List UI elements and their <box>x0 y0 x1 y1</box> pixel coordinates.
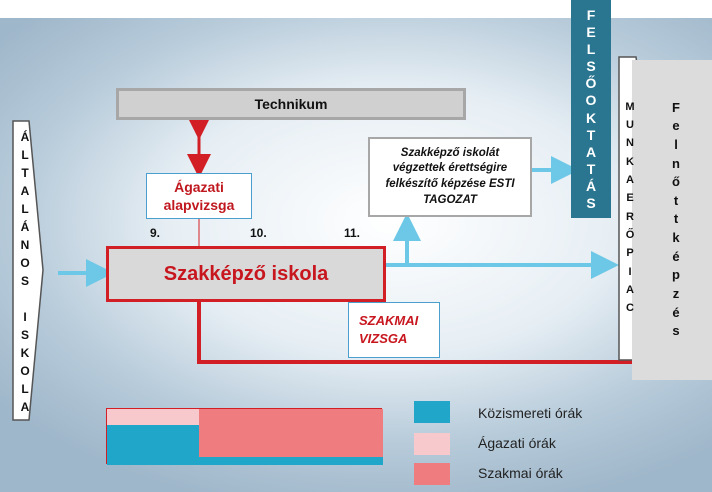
technikum-box: Technikum <box>116 88 466 120</box>
szakmai-vizsga-box: SZAKMAI VIZSGA <box>348 302 440 358</box>
legend-label-szakmai: Szakmai órák <box>478 465 563 481</box>
letter: S <box>20 328 29 342</box>
letter: A <box>20 184 30 198</box>
agazati-line2: alapvizsga <box>163 197 235 213</box>
letter: K <box>585 109 597 126</box>
letter: k <box>672 230 680 246</box>
altalanos-iskola-label: Á L T A L Á N O S I S K O L A <box>14 128 36 416</box>
letter: S <box>586 195 596 212</box>
letter: N <box>20 238 30 252</box>
szakmai-line1: SZAKMAI <box>359 313 419 329</box>
letter: M <box>625 100 635 113</box>
letter: e <box>672 118 680 134</box>
letter: K <box>626 155 634 168</box>
grade-10: 10. <box>250 226 267 240</box>
letter: é <box>672 248 680 264</box>
letter: O <box>20 364 30 378</box>
grade-11: 11. <box>344 226 361 240</box>
letter: S <box>20 274 29 288</box>
letter: Á <box>585 178 597 195</box>
letter: L <box>21 382 29 396</box>
esti-line3: felkészítő képzése ESTI <box>385 178 515 190</box>
letter: E <box>586 23 596 40</box>
legend-swatch-agazati <box>414 433 450 455</box>
letter: A <box>626 283 634 296</box>
letter: L <box>21 148 29 162</box>
letter-gap <box>23 293 26 305</box>
letter: K <box>20 346 30 360</box>
letter: t <box>673 192 679 208</box>
esti-line1: Szakképző iskolát <box>400 146 500 159</box>
szakmai-line2: VIZSGA <box>359 331 408 346</box>
legend-label-kozismereti: Közismereti órák <box>478 405 583 421</box>
esti-line4: TAGOZAT <box>423 193 477 206</box>
letter: p <box>672 267 680 283</box>
letter: I <box>23 310 27 324</box>
letter: T <box>586 160 596 177</box>
letter: N <box>626 137 634 150</box>
hours-bar-agazati-segment <box>107 409 199 425</box>
hours-bar-kozismereti-segment <box>107 425 199 465</box>
letter: U <box>626 118 634 131</box>
agazati-line1: Ágazati <box>174 178 224 195</box>
letter: O <box>585 92 597 109</box>
felnottkepzes-column: F e l n ő t t k é p z é s <box>632 60 712 380</box>
legend-swatch-szakmai <box>414 463 450 485</box>
grade-9: 9. <box>150 226 161 240</box>
letter: R <box>626 210 634 223</box>
letter: Ő <box>625 228 635 241</box>
letter: Ő <box>585 75 597 92</box>
letter: A <box>20 400 30 414</box>
letter: F <box>586 6 596 23</box>
legend-swatch-kozismereti <box>414 401 450 423</box>
left-chevron-shape <box>12 120 44 421</box>
szakkepzo-iskola-box: Szakképző iskola <box>106 246 386 302</box>
letter: z <box>672 285 680 301</box>
top-strip <box>0 0 712 18</box>
letter: S <box>586 58 596 75</box>
letter: A <box>626 173 634 186</box>
letter: P <box>626 247 634 260</box>
letter: s <box>672 323 680 339</box>
letter: A <box>585 143 597 160</box>
letter: T <box>586 126 596 143</box>
munkaeropiac-label: M U N K A E R Ő P I A C <box>621 98 639 318</box>
letter: Á <box>20 130 30 144</box>
letter: ő <box>672 174 680 190</box>
agazati-alapvizsga-box: Ágazati alapvizsga <box>146 173 252 219</box>
esti-line2: végzettek érettségire <box>392 162 508 175</box>
letter: l <box>674 137 678 153</box>
felsooktatas-column: F E L S Ő O K T A T Á S <box>571 0 611 218</box>
hours-bar <box>106 408 383 465</box>
letter: T <box>21 166 29 180</box>
letter: C <box>626 302 634 315</box>
hours-bar-szakmai-segment <box>199 409 383 457</box>
letter: O <box>20 256 30 270</box>
letter: Á <box>20 220 30 234</box>
letter: t <box>673 211 679 227</box>
hours-bar-kozismereti-thin <box>199 457 383 465</box>
line-szakmai-to-market <box>197 300 636 364</box>
letter: F <box>672 99 680 115</box>
letter: I <box>628 265 632 278</box>
letter: L <box>586 40 596 57</box>
letter: E <box>626 192 634 205</box>
letter: n <box>672 155 680 171</box>
legend-label-agazati: Ágazati órák <box>478 435 556 451</box>
letter: L <box>21 202 29 216</box>
letter: é <box>672 304 680 320</box>
esti-tagozat-box: Szakképző iskolát végzettek érettségire … <box>368 137 532 217</box>
